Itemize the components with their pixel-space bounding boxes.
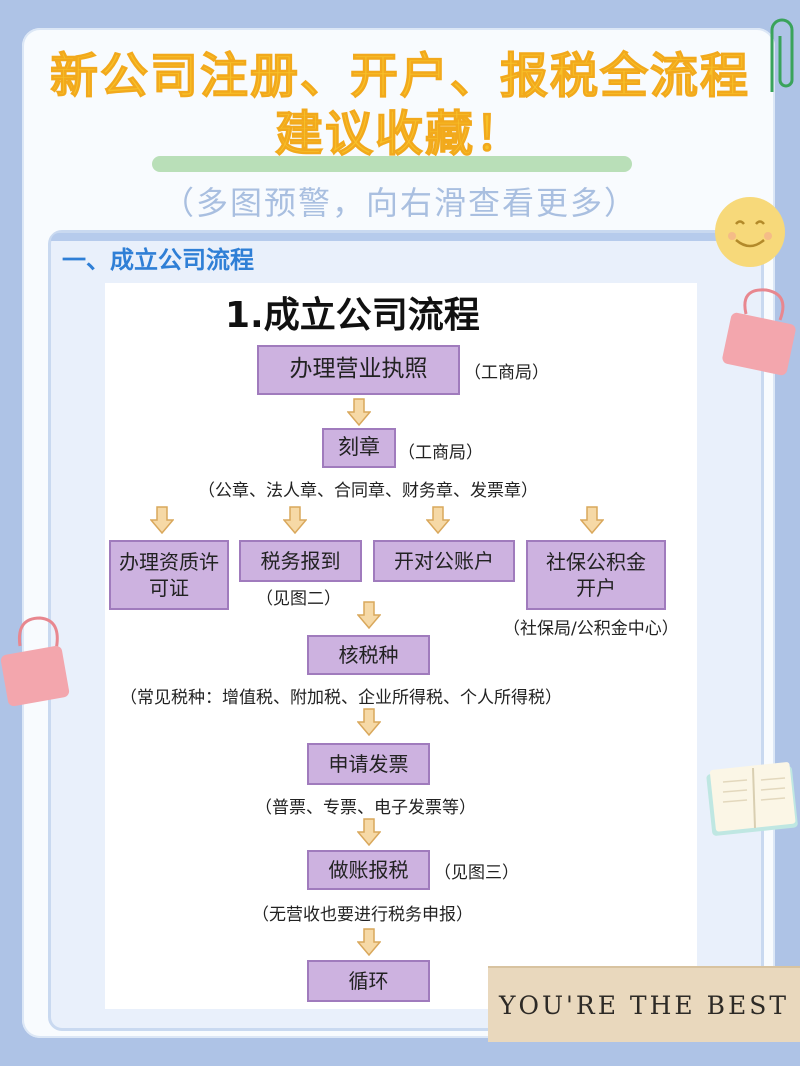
node-social-security-fund: 社保公积金开户 [526,540,666,610]
arrow-down-icon [580,506,604,534]
arrow-down-icon [357,928,381,956]
arrow-down-icon [283,506,307,534]
note-bookkeeping: （见图三） [434,863,519,883]
node-tax-type: 核税种 [307,635,430,675]
note-social-authority: （社保局/公积金中心） [503,619,679,639]
panel-top-strip [51,233,761,241]
node-bookkeeping-tax: 做账报税 [307,850,430,890]
arrow-down-icon [357,708,381,736]
paperclip-icon [770,18,794,92]
arrow-down-icon [426,506,450,534]
node-business-license: 办理营业执照 [257,345,460,395]
node-tax-registration: 税务报到 [239,540,362,582]
arrow-down-icon [150,506,174,534]
page-subtitle: （多图预警，向右滑查看更多） [161,184,638,222]
note-tax-declaration: （无营收也要进行税务申报） [252,905,473,925]
note-invoice-types: （普票、专票、电子发票等） [255,798,476,818]
note-tax-registration: （见图二） [256,589,341,609]
note-tax-types: （常见税种：增值税、附加税、企业所得税、个人所得税） [120,688,562,708]
node-seal: 刻章 [322,428,396,468]
arrow-down-icon [347,398,371,426]
note-license-authority: （工商局） [464,363,549,383]
node-qualification-permit: 办理资质许可证 [109,540,229,610]
binder-clip-icon [722,288,796,376]
arrow-down-icon [357,601,381,629]
flowchart-title: 1.成立公司流程 [225,295,480,336]
note-seal-types: （公章、法人章、合同章、财务章、发票章） [198,481,538,501]
notebook-icon [706,762,798,836]
note-seal-authority: （工商局） [398,443,483,463]
node-corporate-bank-account: 开对公账户 [373,540,515,582]
node-cycle: 循环 [307,960,430,1002]
page-title-line2: 建议收藏！ [274,106,525,163]
motivational-sticker: YOU'RE THE BEST [488,966,800,1042]
node-apply-invoice: 申请发票 [307,743,430,785]
section-heading: 一、成立公司流程 [62,246,254,274]
arrow-down-icon [357,818,381,846]
smiley-face-icon [715,197,785,267]
page-title-line1: 新公司注册、开户、报税全流程 [49,48,750,105]
title-underline-bar [152,156,632,172]
binder-clip-icon [0,616,70,707]
